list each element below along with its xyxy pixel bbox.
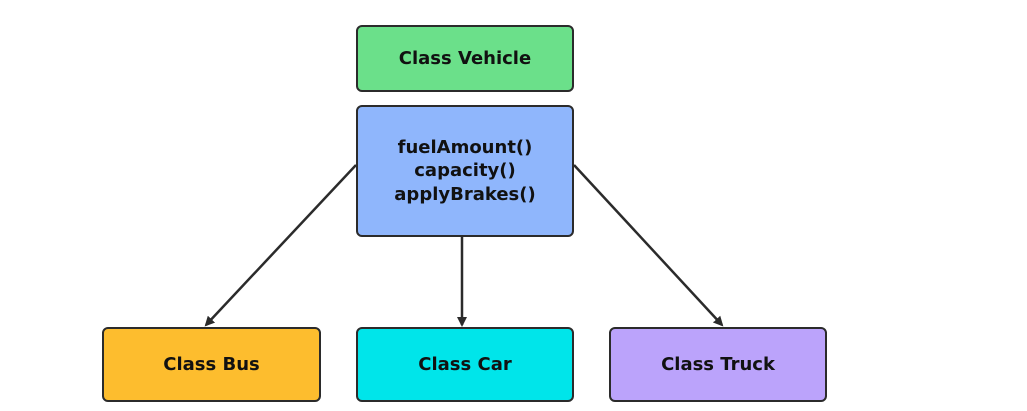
class-vehicle-label: Class Vehicle xyxy=(398,47,532,69)
arrow-to-bus xyxy=(204,164,357,327)
vehicle-methods-box: fuelAmount() capacity() applyBrakes() xyxy=(356,105,574,237)
class-truck-label: Class Truck xyxy=(661,353,775,375)
method-capacity: capacity() xyxy=(414,160,516,182)
class-bus-box: Class Bus xyxy=(102,327,321,402)
class-car-label: Class Car xyxy=(418,353,512,375)
class-vehicle-box: Class Vehicle xyxy=(356,25,574,92)
method-apply-brakes: applyBrakes() xyxy=(394,183,536,205)
class-truck-box: Class Truck xyxy=(609,327,827,402)
class-bus-label: Class Bus xyxy=(163,353,260,375)
arrow-to-truck xyxy=(573,164,724,327)
class-car-box: Class Car xyxy=(356,327,574,402)
method-fuel-amount: fuelAmount() xyxy=(397,136,533,158)
